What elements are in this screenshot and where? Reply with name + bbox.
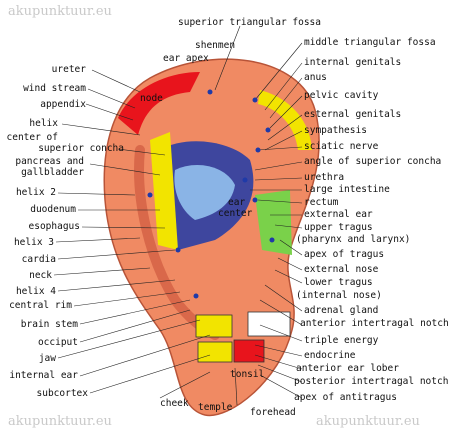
label-helix-4: helix 4 xyxy=(15,286,56,297)
label-temple: temple xyxy=(198,402,233,413)
label-neck: neck xyxy=(29,270,52,281)
green-zone-upper xyxy=(255,190,292,255)
label-node: node xyxy=(140,93,163,104)
label-cheek: cheek xyxy=(160,398,189,409)
lobe-box-3 xyxy=(197,341,233,363)
label-endocrine: endocrine xyxy=(304,350,356,361)
label-pelvic-cavity: pelvic cavity xyxy=(304,90,379,101)
lobe-box-1 xyxy=(195,314,233,338)
yellow-concha-zone xyxy=(150,132,178,250)
label-lower-tragus: lower tragus xyxy=(304,277,373,288)
yellow-rim-zone xyxy=(258,90,312,150)
label-superior-concha: superior concha xyxy=(38,143,124,154)
label-pancreas-and: pancreas and xyxy=(15,156,84,167)
label-helix-3: helix 3 xyxy=(13,237,54,248)
label-tonsil: tonsil xyxy=(230,369,265,380)
helix-red-zone xyxy=(118,72,200,135)
label-upper-tragus: upper tragus xyxy=(304,222,373,233)
label-brain-stem: brain stem xyxy=(20,319,78,330)
label-central-rim: central rim xyxy=(9,300,72,311)
right-lead-lines xyxy=(214,25,303,399)
label-gallbladder: gallbladder xyxy=(21,167,84,178)
lobe-box-2 xyxy=(247,311,291,337)
watermark-bottom-left: akupunktuur.eu xyxy=(8,414,112,429)
label-middle-triangular-fossa: middle triangular fossa xyxy=(304,37,436,48)
label-pharynx-and-larynx: (pharynx and larynx) xyxy=(296,234,411,245)
label-appendix: appendix xyxy=(40,99,86,110)
label-sciatic-nerve: sciatic nerve xyxy=(304,141,379,152)
lobe-box-4 xyxy=(233,339,265,363)
label-shenmen: shenmen xyxy=(195,40,236,51)
label-internal-genitals: internal genitals xyxy=(304,57,402,68)
label-anus: anus xyxy=(304,72,327,83)
watermark-bottom-right: akupunktuur.eu xyxy=(316,414,420,429)
label-angle-of-superior-concha: angle of superior concha xyxy=(304,156,442,167)
watermark-top: akupunktuur.eu xyxy=(8,4,112,19)
label-helix: helix xyxy=(29,118,58,129)
light-blue-zone xyxy=(174,165,235,220)
label-ureter: ureter xyxy=(51,64,86,75)
label-superior-triangular-fossa: superior triangular fossa xyxy=(178,17,321,28)
label-ear-center-2: center xyxy=(218,208,253,219)
label-urethra: urethra xyxy=(304,172,345,183)
label-ear-center-1: ear xyxy=(228,197,246,208)
label-cardia: cardia xyxy=(21,254,56,265)
label-anterior-ear-lober: anterior ear lober xyxy=(296,363,399,374)
label-jaw: jaw xyxy=(38,353,56,364)
label-triple-energy: triple energy xyxy=(304,335,379,346)
label-duodenum: duodenum xyxy=(30,204,76,215)
label-anterior-intertragal-notch: anterior intertragal notch xyxy=(300,318,449,329)
label-posterior-intertragal-notch: posterior intertragal notch xyxy=(294,376,449,387)
label-adrenal-gland: adrenal gland xyxy=(304,305,379,316)
label-internal-nose: (internal nose) xyxy=(296,290,382,301)
label-subcortex: subcortex xyxy=(36,388,88,399)
acupoint-dots xyxy=(147,89,275,299)
label-esternal-genitals: esternal genitals xyxy=(304,109,402,120)
label-ear-apex: ear apex xyxy=(163,53,209,64)
label-apex-of-tragus: apex of tragus xyxy=(304,249,385,260)
label-wind-stream: wind stream xyxy=(23,83,86,94)
label-large-intestine: large intestine xyxy=(304,184,390,195)
label-rectum: rectum xyxy=(304,197,339,208)
label-apex-of-antitragus: apex of antitragus xyxy=(294,392,397,403)
label-external-nose: external nose xyxy=(304,264,379,275)
label-helix-2: helix 2 xyxy=(15,187,56,198)
label-sympathesis: sympathesis xyxy=(304,125,367,136)
label-internal-ear: internal ear xyxy=(9,370,78,381)
label-occiput: occiput xyxy=(37,337,78,348)
label-esophagus: esophagus xyxy=(28,221,80,232)
label-center-of: center of xyxy=(6,132,58,143)
left-lead-lines xyxy=(53,69,238,406)
label-forehead: forehead xyxy=(250,407,296,418)
label-external-ear: external ear xyxy=(304,209,373,220)
